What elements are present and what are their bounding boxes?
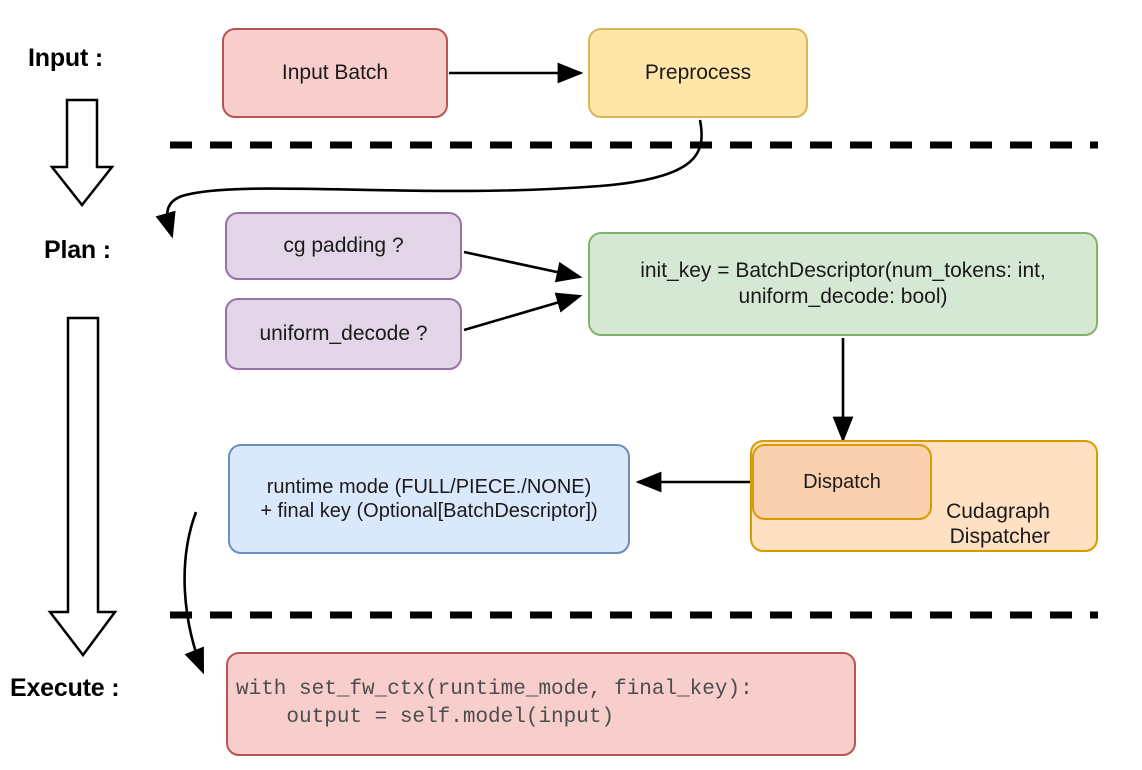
node-runtime-mode[interactable]: runtime mode (FULL/PIECE./NONE) + final …	[228, 444, 630, 554]
arrow-runtimemode-to-code	[183, 511, 205, 675]
node-init-key-line2: uniform_decode: bool)	[738, 285, 948, 308]
node-dispatch[interactable]: Dispatch	[752, 444, 932, 520]
node-preprocess[interactable]: Preprocess	[588, 28, 808, 118]
stage-label-plan: Plan :	[44, 236, 111, 264]
node-uniform-decode-label: uniform_decode ?	[259, 322, 428, 346]
node-code-line2: output = self.model(input)	[236, 706, 615, 729]
node-dispatch-label: Dispatch	[803, 470, 881, 493]
node-input-batch-label: Input Batch	[281, 61, 389, 85]
node-uniform-decode[interactable]: uniform_decode ?	[225, 298, 462, 370]
node-preprocess-label: Preprocess	[644, 61, 752, 85]
node-runtime-mode-line2: + final key (Optional[BatchDescriptor])	[260, 500, 598, 522]
node-cg-padding[interactable]: cg padding ?	[225, 212, 462, 280]
node-runtime-mode-line1: runtime mode (FULL/PIECE./NONE)	[266, 475, 592, 498]
stage-label-input: Input :	[28, 44, 103, 72]
node-code-line1: with set_fw_ctx(runtime_mode, final_key)…	[236, 677, 753, 701]
stage-label-execute: Execute :	[10, 674, 120, 702]
node-code-block[interactable]: with set_fw_ctx(runtime_mode, final_key)…	[226, 652, 856, 756]
node-input-batch[interactable]: Input Batch	[222, 28, 448, 118]
node-cg-padding-label: cg padding ?	[283, 234, 404, 258]
node-init-key-line1: init_key = BatchDescriptor(num_tokens: i…	[640, 259, 1046, 283]
node-cudagraph-dispatcher-line1: Cudagraph	[946, 499, 1050, 523]
arrow-cgpadding-to-initkey	[463, 250, 583, 283]
arrow-uniformdecode-to-initkey	[463, 292, 583, 332]
node-init-key[interactable]: init_key = BatchDescriptor(num_tokens: i…	[588, 232, 1098, 336]
block-arrow-plan-to-execute	[47, 316, 118, 658]
node-cudagraph-dispatcher-line2: Dispatcher	[949, 525, 1050, 549]
block-arrow-input-to-plan	[49, 98, 115, 208]
